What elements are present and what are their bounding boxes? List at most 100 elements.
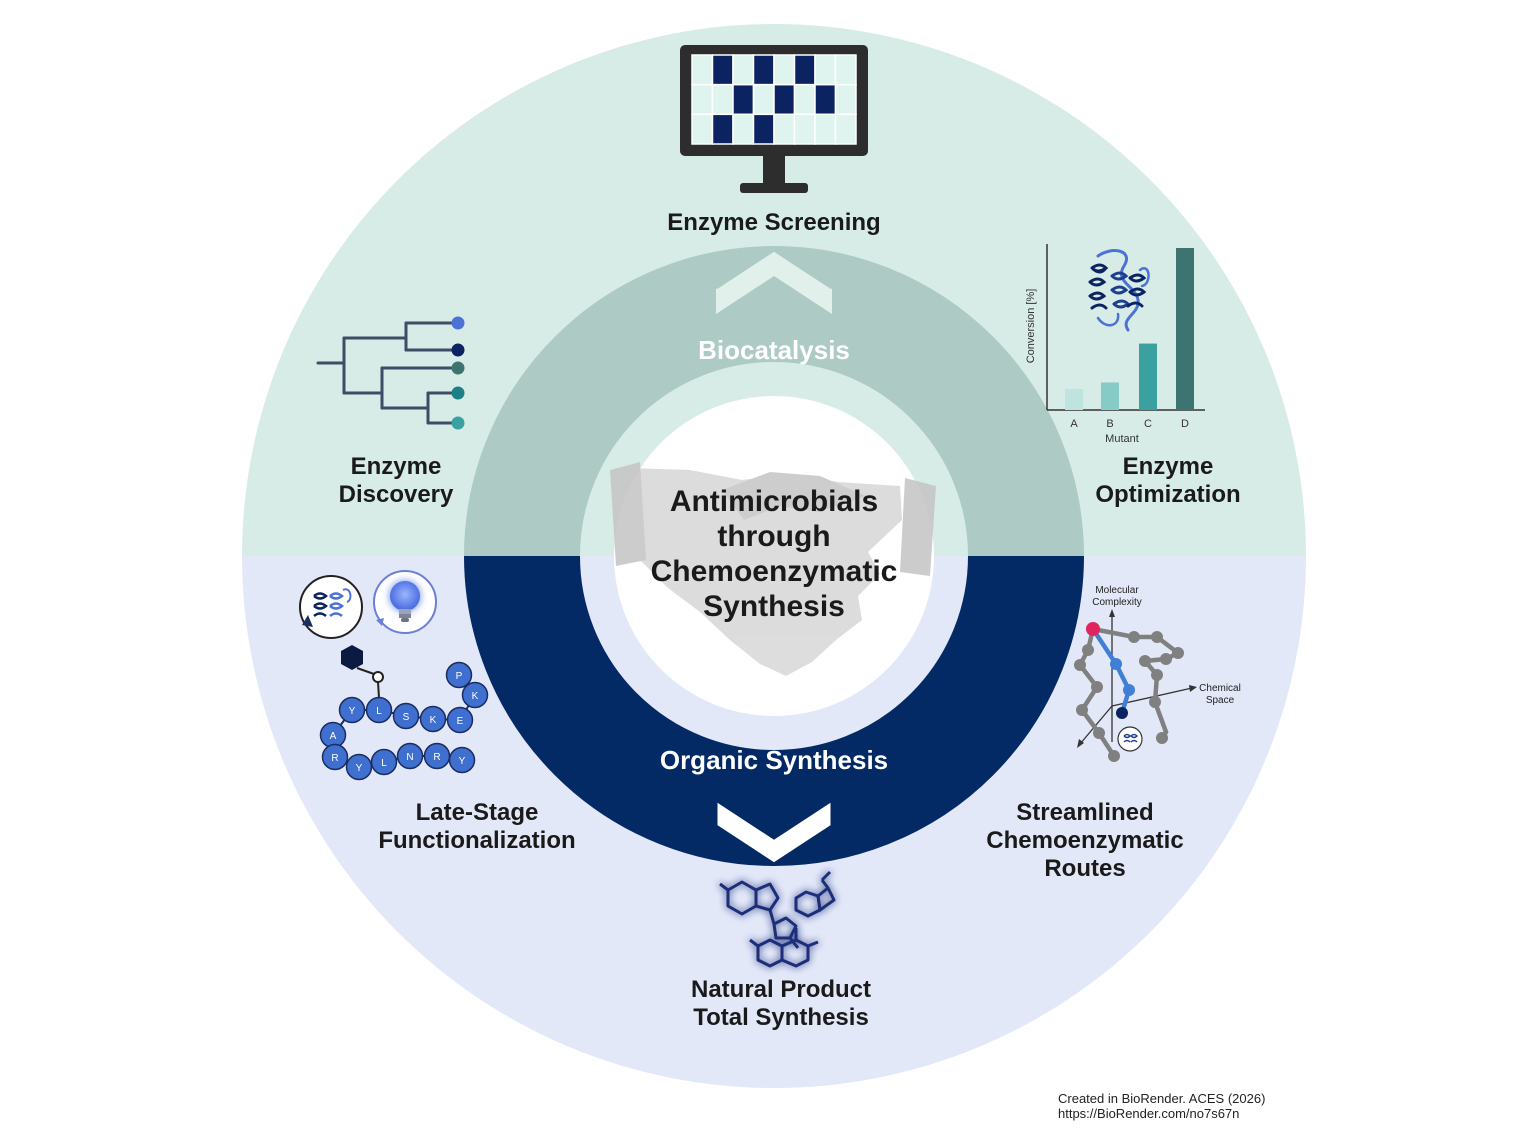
chart-tick-label: C: [1144, 418, 1152, 430]
well-cell: [793, 113, 816, 145]
label-late-stage: Late-Stage: [416, 799, 539, 826]
tree-leaf: [451, 316, 465, 330]
amino-acid-bead: [338, 696, 366, 724]
amino-acid-letter: K: [472, 691, 479, 702]
ring-label-organic-synthesis: Organic Synthesis: [660, 745, 888, 775]
amino-acid-bead: [446, 706, 474, 734]
well-plate-grid: [691, 54, 857, 145]
well-cell: [752, 113, 775, 145]
conversion-bar-chart: A B C D Mutant Conversion [%]: [1025, 244, 1205, 445]
label-late-stage: Functionalization: [378, 827, 575, 854]
amino-acid-letter: Y: [459, 756, 466, 767]
center-title-line: Chemoenzymatic: [651, 555, 898, 588]
axis-label-molecular-complexity: Complexity: [1092, 597, 1141, 608]
amino-acid-bead: [345, 753, 373, 781]
well-cell: [834, 83, 857, 116]
protein-ribbon-icon: [1088, 249, 1150, 332]
tree-leaf: [451, 361, 465, 375]
amino-acid-letter: R: [433, 752, 440, 763]
well-cell: [773, 113, 796, 145]
amino-acid-letter: S: [403, 712, 410, 723]
chart-tick-label: B: [1106, 418, 1113, 430]
well-cell: [793, 54, 816, 86]
label-enzyme-discovery: Discovery: [339, 481, 454, 508]
chart-tick-label: D: [1181, 418, 1189, 430]
amino-acid-letter: L: [376, 706, 382, 717]
amino-acid-letter: A: [330, 731, 337, 742]
amino-acid-letter: N: [406, 752, 413, 763]
label-streamlined-routes: Routes: [1044, 855, 1125, 882]
protein-cycle-icon: [299, 575, 363, 639]
amino-acid-bead: [321, 743, 349, 771]
amino-acid-letter: K: [430, 715, 437, 726]
label-enzyme-discovery: Enzyme: [351, 453, 442, 480]
chemical-space-diagram: [1074, 609, 1197, 762]
well-cell: [711, 83, 734, 116]
well-cell: [834, 54, 857, 86]
well-cell: [711, 54, 734, 86]
ring-label-biocatalysis: Biocatalysis: [698, 335, 850, 365]
amino-acid-letter: P: [456, 671, 463, 682]
well-cell: [691, 54, 714, 86]
center-title-line: Synthesis: [703, 590, 845, 623]
amino-acid-bead: [448, 746, 476, 774]
well-cell: [793, 83, 816, 116]
amino-acid-bead: [445, 661, 473, 689]
well-cell: [752, 83, 775, 116]
conversion-bar-a: [1065, 388, 1083, 410]
well-cell: [773, 83, 796, 116]
amino-acid-bead: [396, 742, 424, 770]
center-title-line: Antimicrobials: [670, 485, 878, 518]
well-cell: [691, 113, 714, 145]
label-streamlined-routes: Streamlined: [1016, 799, 1153, 826]
hexagon-modifier-icon: [341, 645, 384, 699]
conversion-bar-c: [1139, 343, 1157, 410]
well-cell: [711, 113, 734, 145]
axis-label-chemical-space: Space: [1206, 695, 1235, 706]
organic-synthesis-ring: [464, 556, 1084, 866]
well-cell: [732, 54, 755, 86]
conversion-bar-b: [1101, 382, 1119, 410]
biocatalysis-ring: [464, 246, 1084, 556]
credit-link[interactable]: https://BioRender.com/no7s67n: [1058, 1106, 1240, 1121]
well-cell: [814, 54, 837, 86]
down-chevron-outline: [714, 797, 834, 866]
well-cell: [732, 113, 755, 145]
amino-acid-letter: R: [331, 753, 338, 764]
natural-product-molecules-icon: [719, 870, 836, 968]
monitor-icon: [680, 45, 868, 193]
tree-leaf: [451, 416, 465, 430]
amino-acid-bead: [365, 696, 393, 724]
chart-tick-label: A: [1070, 418, 1078, 430]
lightbulb-icon: [373, 570, 437, 634]
axis-label-molecular-complexity: Molecular: [1095, 585, 1139, 596]
up-chevron-outline: [715, 248, 833, 290]
amino-acid-letter: L: [381, 758, 387, 769]
amino-acid-bead: [419, 705, 447, 733]
well-cell: [814, 113, 837, 145]
chart-xlabel: Mutant: [1105, 433, 1139, 445]
chart-ylabel: Conversion [%]: [1025, 289, 1037, 364]
axis-label-chemical-space: Chemical: [1199, 683, 1241, 694]
amino-acid-letter: Y: [356, 763, 363, 774]
down-chevron-icon: [716, 800, 832, 864]
conversion-bar-d: [1176, 248, 1194, 410]
amino-acid-bead: [370, 748, 398, 776]
label-natural-product: Natural Product: [691, 976, 871, 1003]
credit-line: Created in BioRender. ACES (2026): [1058, 1091, 1266, 1106]
credit-note: Created in BioRender. ACES (2026) https:…: [1058, 1091, 1265, 1121]
tree-leaf: [451, 343, 465, 357]
up-chevron-icon: [716, 250, 832, 314]
well-cell: [814, 83, 837, 116]
well-cell: [752, 54, 775, 86]
label-enzyme-screening: Enzyme Screening: [667, 209, 880, 236]
well-cell: [834, 113, 857, 145]
amino-acid-bead: [392, 702, 420, 730]
handshake-icon: [610, 462, 936, 676]
center-title-line: through: [717, 520, 830, 553]
well-cell: [691, 83, 714, 116]
amino-acid-bead: [461, 681, 489, 709]
label-streamlined-routes: Chemoenzymatic: [986, 827, 1183, 854]
